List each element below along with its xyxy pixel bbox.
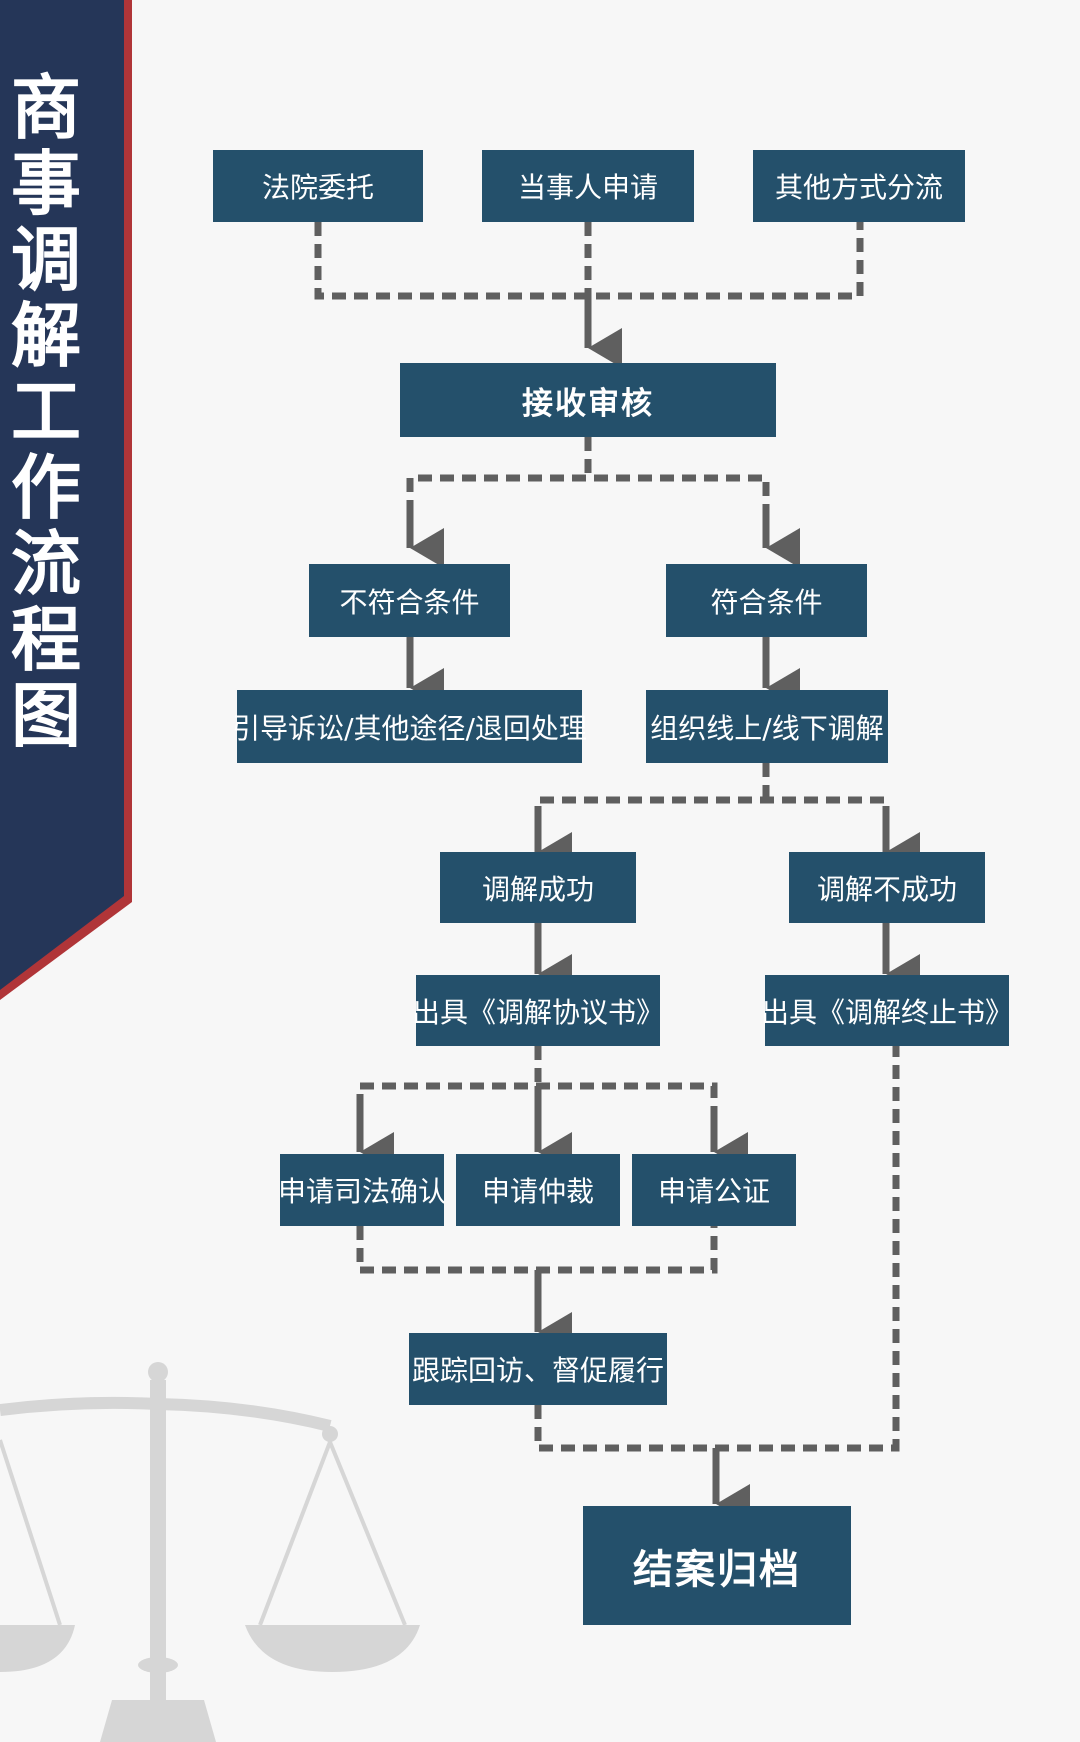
node-not-qualified: 不符合条件 xyxy=(309,564,510,637)
banner-char: 调 xyxy=(11,219,81,301)
banner-char: 程 xyxy=(11,599,81,681)
connector xyxy=(534,796,890,820)
node-organize-mediation: 组织线上/线下调解 xyxy=(646,690,888,763)
banner-char: 作 xyxy=(11,447,81,529)
node-issue-termination: 出具《调解终止书》 xyxy=(761,975,1013,1046)
node-notarization: 申请公证 xyxy=(632,1154,796,1226)
scales-of-justice-icon xyxy=(0,1362,420,1742)
node-court-entrust: 法院委托 xyxy=(213,150,423,222)
node-review: 接收审核 xyxy=(400,363,776,437)
node-guide-litigation: 引导诉讼/其他途径/退回处理 xyxy=(232,690,587,763)
node-judicial-confirm: 申请司法确认 xyxy=(278,1154,446,1226)
banner-char: 工 xyxy=(11,371,81,453)
banner-char: 商 xyxy=(11,67,81,149)
node-issue-agreement: 出具《调解协议书》 xyxy=(412,975,664,1046)
title-banner xyxy=(0,0,132,1000)
node-other-diversion: 其他方式分流 xyxy=(753,150,965,222)
banner-char: 图 xyxy=(11,675,81,757)
node-archive: 结案归档 xyxy=(583,1506,851,1625)
banner-char: 事 xyxy=(11,143,81,225)
node-qualified: 符合条件 xyxy=(666,564,867,637)
banner-char: 流 xyxy=(11,523,81,605)
banner-title: 商 事 调 解 工 作 流 程 图 xyxy=(0,70,92,754)
node-arbitration: 申请仲裁 xyxy=(456,1154,620,1226)
banner-navy-body xyxy=(0,0,124,990)
node-mediation-fail: 调解不成功 xyxy=(789,852,985,923)
node-mediation-success: 调解成功 xyxy=(440,852,636,923)
node-followup: 跟踪回访、督促履行 xyxy=(409,1333,667,1405)
node-party-apply: 当事人申请 xyxy=(482,150,694,222)
connector xyxy=(356,1226,718,1274)
banner-char: 解 xyxy=(11,295,81,377)
connector xyxy=(406,474,770,514)
